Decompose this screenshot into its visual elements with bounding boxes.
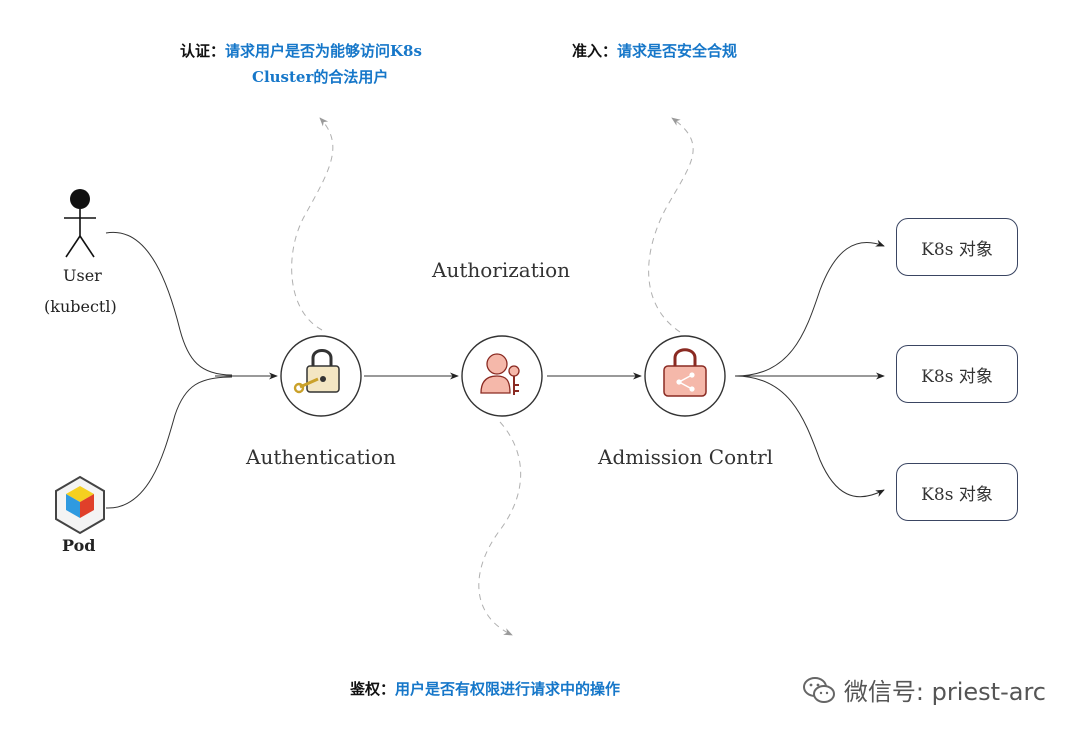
person-key-icon xyxy=(461,335,543,417)
authorization-term: 鉴权： xyxy=(350,680,396,698)
user-sublabel: (kubectl) xyxy=(44,297,117,316)
admission-label: Admission Contrl xyxy=(598,445,774,469)
admission-note-dashed xyxy=(648,117,694,333)
watermark: 微信号: priest-arc xyxy=(802,672,1046,707)
authentication-label: Authentication xyxy=(246,445,396,469)
authorization-note: 鉴权：用户是否有权限进行请求中的操作 xyxy=(350,676,620,702)
authorization-desc: 用户是否有权限进行请求中的操作 xyxy=(395,680,621,698)
wechat-icon xyxy=(802,676,835,703)
stick-figure-icon xyxy=(64,189,96,258)
k8s-object-box: K8s 对象 xyxy=(896,345,1018,403)
to-object-3-arrow xyxy=(734,375,885,498)
admission-note: 准入：请求是否安全合规 xyxy=(572,38,737,64)
cube-icon xyxy=(55,475,105,535)
pod-label: Pod xyxy=(62,536,96,555)
authentication-desc-line1: 请求用户是否为能够访问K8s xyxy=(225,42,422,60)
user-flow-curve xyxy=(105,231,233,376)
authentication-note-line2: Cluster的合法用户 xyxy=(252,64,388,90)
padlock-key-icon xyxy=(280,335,362,417)
user-label: User xyxy=(63,266,102,285)
lock-share-icon xyxy=(644,335,726,417)
watermark-text: 微信号: priest-arc xyxy=(843,678,1046,706)
authentication-desc-line2: Cluster的合法用户 xyxy=(252,68,389,86)
k8s-object-box: K8s 对象 xyxy=(896,218,1018,276)
to-object-1-arrow xyxy=(734,239,885,377)
admission-term: 准入： xyxy=(572,42,618,60)
authorization-note-dashed xyxy=(478,421,522,636)
pod-flow-curve xyxy=(105,376,233,509)
k8s-object-box: K8s 对象 xyxy=(896,463,1018,521)
authentication-term: 认证： xyxy=(180,42,226,60)
authentication-note: 认证：请求用户是否为能够访问K8s xyxy=(180,38,422,64)
authentication-note-dashed xyxy=(291,117,334,331)
authorization-label: Authorization xyxy=(432,258,571,282)
admission-desc: 请求是否安全合规 xyxy=(617,42,738,60)
